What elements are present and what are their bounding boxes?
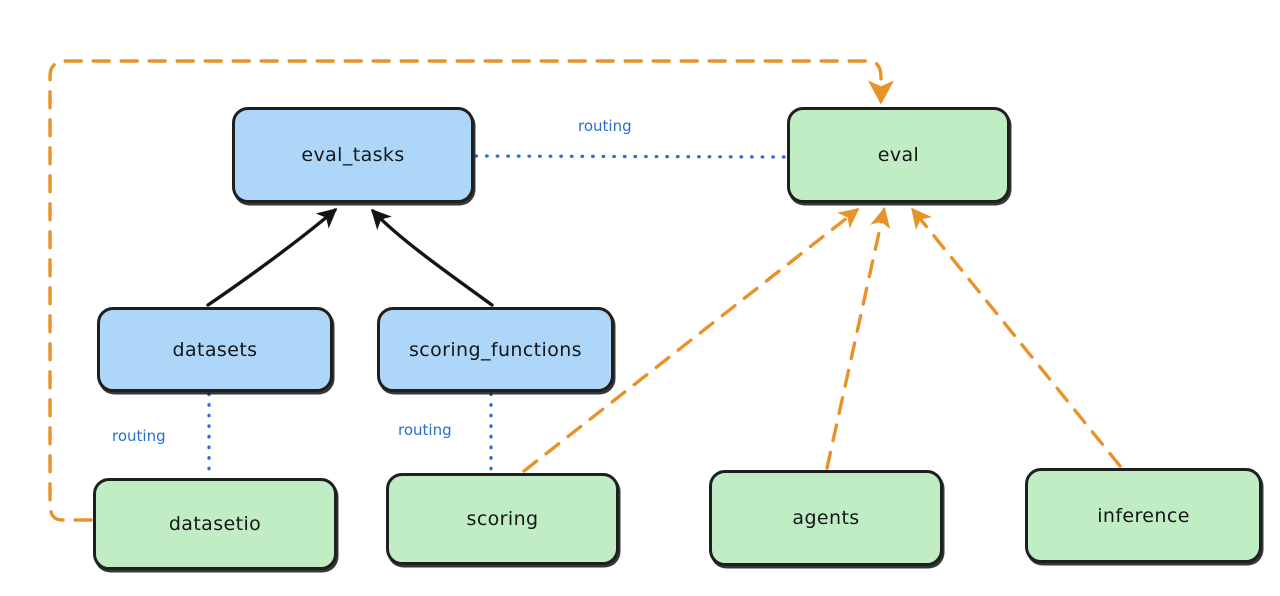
node-eval[interactable]: eval [787, 107, 1010, 203]
node-eval-tasks[interactable]: eval_tasks [232, 107, 474, 203]
node-datasets[interactable]: datasets [97, 307, 333, 392]
edge-label-routing-datasets-datasetio: routing [112, 427, 166, 445]
edge-scoring-functions-to-eval-tasks [370, 208, 494, 307]
node-scoring[interactable]: scoring [386, 473, 619, 565]
edge-label-routing-scoring-functions-scoring: routing [398, 421, 452, 439]
edge-agents-to-eval [825, 207, 891, 470]
node-agents[interactable]: agents [709, 470, 943, 566]
edge-eval-tasks-to-eval [474, 154, 787, 159]
node-inference[interactable]: inference [1025, 468, 1262, 563]
node-scoring-functions[interactable]: scoring_functions [377, 307, 614, 392]
node-scoring-functions-label: scoring_functions [409, 338, 582, 361]
node-datasetio[interactable]: datasetio [93, 478, 337, 570]
node-datasetio-label: datasetio [168, 513, 262, 535]
node-datasets-label: datasets [172, 338, 258, 361]
node-scoring-label: scoring [466, 508, 539, 530]
node-inference-label: inference [1097, 504, 1190, 527]
node-eval-tasks-label: eval_tasks [301, 144, 405, 166]
edge-inference-to-eval [911, 207, 1122, 468]
node-agents-label: agents [792, 507, 860, 529]
edge-datasets-to-eval-tasks [206, 208, 338, 307]
edge-label-routing-eval-tasks-eval: routing [578, 117, 632, 135]
node-eval-label: eval [877, 144, 920, 166]
